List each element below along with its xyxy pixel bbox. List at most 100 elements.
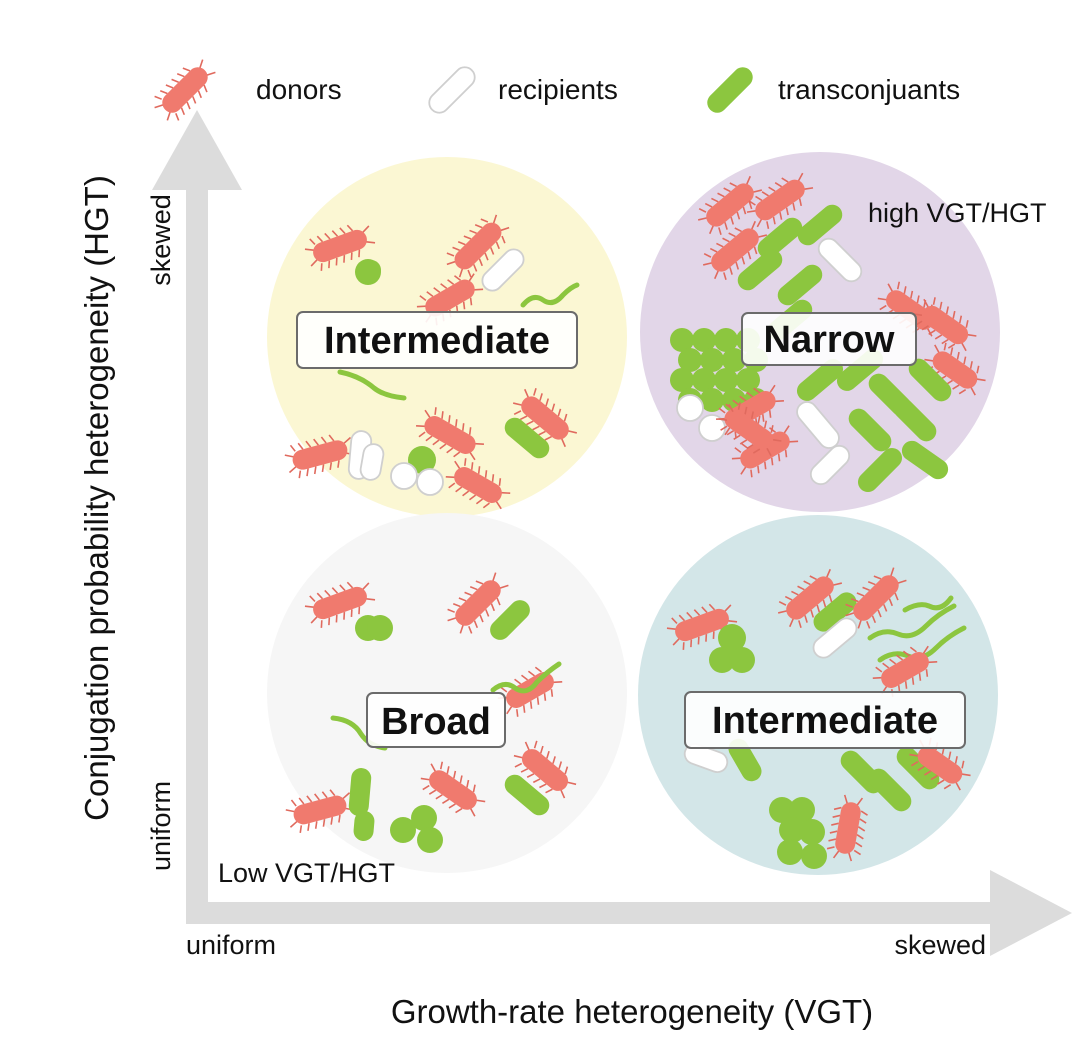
x-axis-shaft	[186, 902, 1026, 924]
donor-cell	[913, 297, 977, 352]
transconjugant-coccus	[411, 805, 437, 831]
recipient-cell-icon	[428, 66, 476, 114]
legend-donors-label: donors	[256, 74, 342, 105]
legend-transconjugants-label: transconjuants	[778, 74, 960, 105]
donor-cell	[447, 572, 509, 634]
donor-cell	[304, 581, 376, 628]
donor-cell	[304, 224, 376, 271]
transconjugant-cell	[901, 440, 949, 480]
transconjugant-coccus	[777, 839, 803, 865]
recipient-coccus	[390, 462, 418, 490]
transconjugant-cell	[893, 398, 937, 442]
transconjugant-coccus	[736, 368, 760, 392]
recipient-coccus	[416, 468, 444, 496]
donor-cell	[718, 402, 782, 457]
legend-recipients-label: recipients	[498, 74, 618, 105]
donor-cell	[513, 740, 577, 799]
filament-cell	[902, 595, 954, 613]
quadrant-top-left-text: Intermediate	[324, 320, 550, 362]
transconjugant-coccus	[355, 259, 381, 285]
transconjugant-coccus	[718, 624, 746, 652]
transconjugant-coccus	[714, 328, 738, 352]
filament-cell	[520, 282, 580, 308]
donor-cell	[284, 434, 356, 479]
transconjugant-coccus	[417, 827, 443, 853]
legend: donors recipients transconjuants	[154, 59, 960, 121]
donor-cell	[697, 175, 763, 235]
recipient-cell	[812, 617, 858, 659]
transconjugant-cell	[728, 738, 762, 782]
transconjugant-coccus	[709, 647, 735, 673]
transconjugant-cell	[796, 359, 844, 401]
recipient-coccus	[676, 394, 704, 422]
transconjugant-coccus	[789, 797, 815, 823]
corner-note-high: high VGT/HGT	[868, 198, 1047, 228]
transconjugant-coccus	[799, 819, 825, 845]
quadrant-bottom-right-text: Intermediate	[712, 700, 938, 742]
corner-note-low: Low VGT/HGT	[218, 858, 395, 888]
transconjugant-coccus	[692, 328, 716, 352]
donor-cell	[666, 603, 738, 650]
transconjugant-coccus	[700, 388, 724, 412]
filament-cell	[867, 603, 957, 641]
donor-cell-icon	[154, 59, 216, 121]
transconjugant-coccus	[722, 348, 746, 372]
transconjugant-cell	[348, 768, 372, 816]
transconjugant-cell	[490, 600, 530, 640]
donor-cell	[512, 388, 578, 448]
transconjugant-coccus	[700, 348, 724, 372]
recipient-cell	[481, 248, 525, 292]
donor-cell	[285, 789, 355, 834]
y-axis-low-label: uniform	[146, 781, 176, 871]
transconjugant-coccus	[692, 368, 716, 392]
quadrant-top-right-text: Narrow	[764, 319, 895, 361]
transconjugant-cell	[868, 768, 912, 812]
quadrant-label-top-left: Intermediate	[296, 311, 578, 369]
y-axis-title: Conjugation probability heterogeneity (H…	[78, 175, 115, 821]
transconjugant-cell	[908, 358, 952, 402]
transconjugant-coccus	[678, 348, 702, 372]
y-axis-arrowhead	[152, 110, 242, 190]
transconjugant-coccus	[670, 328, 694, 352]
x-axis-high-label: skewed	[894, 930, 986, 960]
transconjugant-cell	[896, 746, 940, 790]
transconjugant-cell	[707, 67, 753, 113]
cell-population	[284, 172, 986, 869]
donor-cell	[746, 172, 814, 230]
donor-cell	[446, 214, 510, 278]
recipient-cell	[359, 443, 385, 481]
donor-cell	[416, 407, 484, 461]
transconjugant-coccus	[670, 368, 694, 392]
recipient-cell	[809, 444, 851, 486]
donor-cell	[845, 567, 907, 629]
transconjugant-cell	[857, 447, 903, 493]
donor-cell	[420, 761, 486, 817]
recipient-cell	[428, 66, 476, 114]
donor-cell	[777, 568, 843, 628]
quadrant-bottom-left-text: Broad	[381, 701, 491, 743]
quadrant-label-bottom-right: Intermediate	[684, 691, 966, 749]
transconjugant-coccus	[769, 797, 795, 823]
transconjugant-cell	[353, 811, 375, 841]
quadrant-label-bottom-left: Broad	[366, 692, 506, 748]
donor-cell	[154, 59, 216, 121]
quadrant-label-top-right: Narrow	[741, 312, 917, 366]
transconjugant-coccus	[801, 843, 827, 869]
axes	[152, 110, 1072, 956]
donor-cell	[445, 458, 511, 510]
transconjugant-coccus	[729, 647, 755, 673]
transconjugant-cell	[777, 264, 823, 306]
filament-cell	[337, 369, 407, 401]
transconjugant-cell	[848, 408, 892, 452]
transconjugant-coccus	[390, 817, 416, 843]
transconjugant-coccus	[408, 446, 436, 474]
x-axis-low-label: uniform	[186, 930, 276, 960]
transconjugant-cell	[504, 774, 550, 816]
donor-cell	[702, 220, 768, 280]
transconjugant-coccus	[367, 615, 393, 641]
x-axis-arrowhead	[990, 870, 1072, 956]
y-axis-high-label: skewed	[146, 194, 176, 286]
donor-cell	[826, 794, 868, 862]
transconjugant-coccus	[714, 368, 738, 392]
